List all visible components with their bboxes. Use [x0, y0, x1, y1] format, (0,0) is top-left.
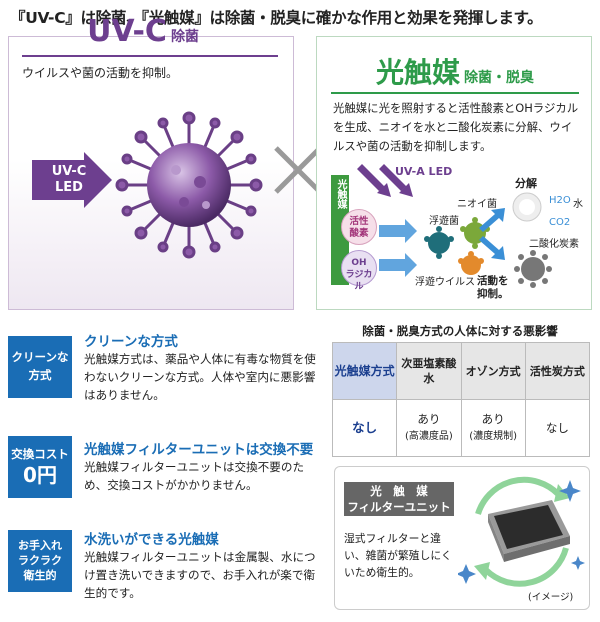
water-label: 水 [573, 199, 583, 210]
uva-led-label: UV-A LED [395, 165, 453, 178]
photocatalyst-divider [331, 92, 579, 94]
uvc-title: UV-C [87, 14, 167, 49]
value-ozone: あり (濃度規制) [460, 399, 526, 457]
feature-body-clean: 光触媒方式は、薬品や人体に有毒な物質を使わないクリーンな方式。人体や室内に悪影響… [84, 352, 316, 402]
flow-arrows-icon [379, 219, 417, 277]
value-hypochlorous: あり (高濃度品) [396, 399, 462, 457]
floating-virus-label: 浮遊ウイルス [415, 277, 475, 288]
uvc-subtitle: 除菌 [170, 29, 199, 45]
header-activated-carbon: 活性炭方式 [524, 342, 591, 400]
active-oxygen-line1: 活性 [349, 216, 369, 227]
odor-bacteria-label: ニオイ菌 [457, 199, 497, 210]
photocatalyst-subtitle: 除菌・脱臭 [464, 70, 534, 86]
feature-title-clean: クリーンな方式 [84, 334, 178, 350]
feature-badge-easy-text: お手入れラクラク衛生的 [18, 539, 62, 582]
header-hypochlorous: 次亜塩素酸水 [396, 342, 462, 400]
feature-badge-cost-text: 交換コスト [11, 447, 69, 461]
carbon-dioxide-label: 二酸化炭素 [529, 239, 579, 250]
value-hypochlorous-sub: (高濃度品) [404, 431, 453, 442]
uvc-divider [22, 55, 278, 57]
virus-icon [115, 111, 263, 259]
comparison-header-row: 光触媒方式 次亜塩素酸水 オゾン方式 活性炭方式 [331, 342, 591, 400]
co2-label: CO2 [549, 217, 571, 228]
feature-title-wash: 水洗いができる光触媒 [84, 532, 219, 548]
suppress-line1: 活動を [477, 275, 509, 287]
uvc-led-label: UV-C LED [36, 164, 102, 196]
uvc-led-line2: LED [55, 180, 83, 195]
suppressed-germ-icon [514, 250, 552, 288]
photocatalyst-panel: 光触媒除菌・脱臭 光触媒に光を照射すると活性酸素とOHラジカルを生成、ニオイを水… [316, 36, 592, 310]
filter-description: 湿式フィルターと違い、雑菌が繁殖しにくいため衛生的。 [344, 532, 452, 579]
value-ozone-sub: (濃度規制) [469, 431, 518, 442]
feature-badge-clean: クリーンな方式 [8, 336, 72, 398]
floating-bacteria-label: 浮遊菌 [429, 216, 459, 227]
feature-badge-clean-text: クリーンな方式 [11, 350, 69, 382]
cross-icon [274, 146, 322, 194]
feature-body-cost: 光触媒フィルターユニットは交換不要のため、交換コストがかかりません。 [84, 460, 305, 492]
uvc-description: ウイルスや菌の活動を抑制。 [22, 66, 179, 80]
uva-arrows-icon [357, 164, 413, 197]
photocatalyst-heading: 光触媒除菌・脱臭 [317, 51, 593, 91]
decompose-burst-icon [512, 192, 542, 222]
suppress-label: 活動を 抑制。 [477, 275, 509, 301]
filter-unit-image [458, 476, 585, 587]
image-note: (イメージ) [528, 592, 574, 603]
uvc-led-arrow-icon [32, 152, 112, 208]
filter-unit-label: 光 触 媒 フィルターユニット [344, 482, 454, 516]
value-activated-carbon: なし [524, 399, 591, 457]
sparkle-icon [458, 480, 585, 584]
oh-line1: OH [351, 258, 367, 268]
decompose-arrows-icon [479, 208, 505, 260]
feature-badge-cost-value: 0円 [23, 463, 57, 487]
active-oxygen-bubble: 活性 酸素 [341, 209, 377, 245]
header-photocatalyst: 光触媒方式 [331, 342, 398, 400]
oh-line2: ラジカル [345, 270, 373, 292]
filter-label-line2: フィルターユニット [347, 500, 451, 514]
filter-label-line1: 光 触 媒 [370, 484, 428, 498]
decompose-label: 分解 [515, 177, 537, 190]
header-ozone: オゾン方式 [460, 342, 526, 400]
uvc-led-line1: UV-C [51, 164, 87, 179]
active-oxygen-line2: 酸素 [349, 228, 369, 239]
comparison-table: 光触媒方式 次亜塩素酸水 オゾン方式 活性炭方式 なし あり (高濃度品) あり (… [331, 342, 591, 457]
value-ozone-main: あり [481, 412, 505, 426]
suppress-line2: 抑制。 [477, 288, 509, 300]
feature-badge-easy: お手入れラクラク衛生的 [8, 530, 72, 592]
page-headline: 『UV-C』は除菌、『光触媒』は除菌・脱臭に確かな作用と効果を発揮します。 [10, 9, 543, 27]
comparison-value-row: なし あり (高濃度品) あり (濃度規制) なし [331, 399, 591, 457]
value-hypochlorous-main: あり [417, 412, 441, 426]
feature-badge-cost: 交換コスト 0円 [8, 436, 72, 498]
photocatalyst-strip-label: 光触媒 [335, 179, 346, 209]
photocatalyst-description: 光触媒に光を照射すると活性酸素とOHラジカルを生成、ニオイを水と二酸化炭素に分解… [333, 101, 579, 153]
value-photocatalyst-main: なし [352, 420, 378, 435]
oh-radical-bubble: OH ラジカル [341, 250, 377, 292]
value-activated-carbon-main: なし [545, 421, 569, 435]
photocatalyst-title: 光触媒 [375, 56, 460, 89]
comparison-title: 除菌・脱臭方式の人体に対する悪影響 [362, 324, 558, 338]
value-photocatalyst: なし [331, 399, 398, 457]
h2o-label: H2O [549, 195, 571, 206]
feature-title-cost: 光触媒フィルターユニットは交換不要 [84, 442, 314, 458]
feature-body-wash: 光触媒フィルターユニットは金属製、水につけ置き洗いできますので、お手入れが楽で衛… [84, 550, 316, 600]
